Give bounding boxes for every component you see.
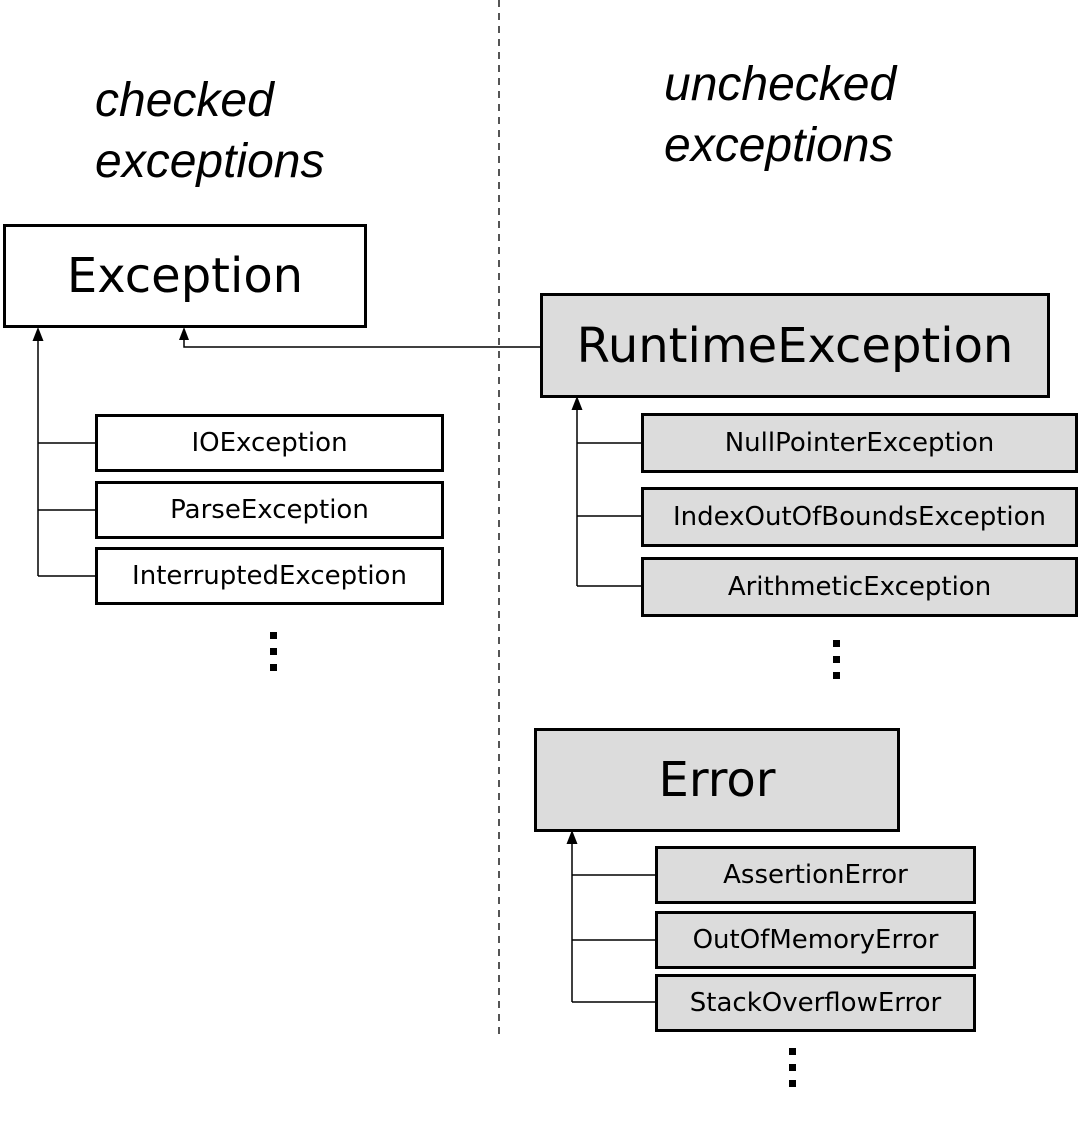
arithmetic-exception-node: ArithmeticException	[641, 557, 1078, 617]
null-pointer-exception-node: NullPointerException	[641, 413, 1078, 473]
error-more-ellipsis	[789, 1048, 797, 1096]
stack-overflow-error-node: StackOverflowError	[655, 974, 976, 1032]
out-of-memory-error-node: OutOfMemoryError	[655, 911, 976, 969]
error-tree-connectors	[571, 842, 656, 1003]
exception-inheritance-arrowhead	[32, 327, 44, 341]
error-inheritance-arrowhead	[566, 830, 578, 844]
parse-exception-node: ParseException	[95, 481, 444, 539]
exception-tree-connectors	[37, 338, 96, 577]
assertion-error-node: AssertionError	[655, 846, 976, 904]
interrupted-exception-node: InterruptedException	[95, 547, 444, 605]
io-exception-node: IOException	[95, 414, 444, 472]
checked-more-ellipsis	[270, 632, 278, 680]
runtime-inheritance-arrowhead	[571, 396, 583, 410]
runtime-to-exception-arrowhead	[179, 327, 189, 340]
unchecked-exceptions-heading: unchecked exceptions	[664, 54, 896, 176]
checked-heading-line-2: exceptions	[95, 135, 325, 188]
index-out-of-bounds-exception-node: IndexOutOfBoundsException	[641, 487, 1078, 547]
runtime-exception-node: RuntimeException	[540, 293, 1050, 398]
checked-heading-line-1: checked	[95, 74, 274, 127]
unchecked-heading-line-1: unchecked	[664, 58, 897, 111]
checked-exceptions-heading: checked exceptions	[95, 70, 324, 192]
runtime-more-ellipsis	[833, 640, 841, 688]
error-node: Error	[534, 728, 900, 832]
runtime-to-exception-connector	[183, 337, 541, 348]
unchecked-heading-line-2: exceptions	[664, 119, 894, 172]
exception-node: Exception	[3, 224, 367, 328]
runtime-tree-connectors	[576, 408, 642, 587]
